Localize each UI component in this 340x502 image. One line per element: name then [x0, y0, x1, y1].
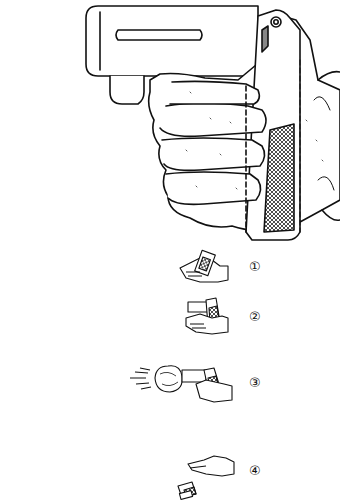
callout-number: ①: [249, 260, 261, 273]
callout-number: ②: [249, 310, 261, 323]
callout-number: ④: [249, 464, 261, 477]
callout-number: ③: [249, 376, 261, 389]
